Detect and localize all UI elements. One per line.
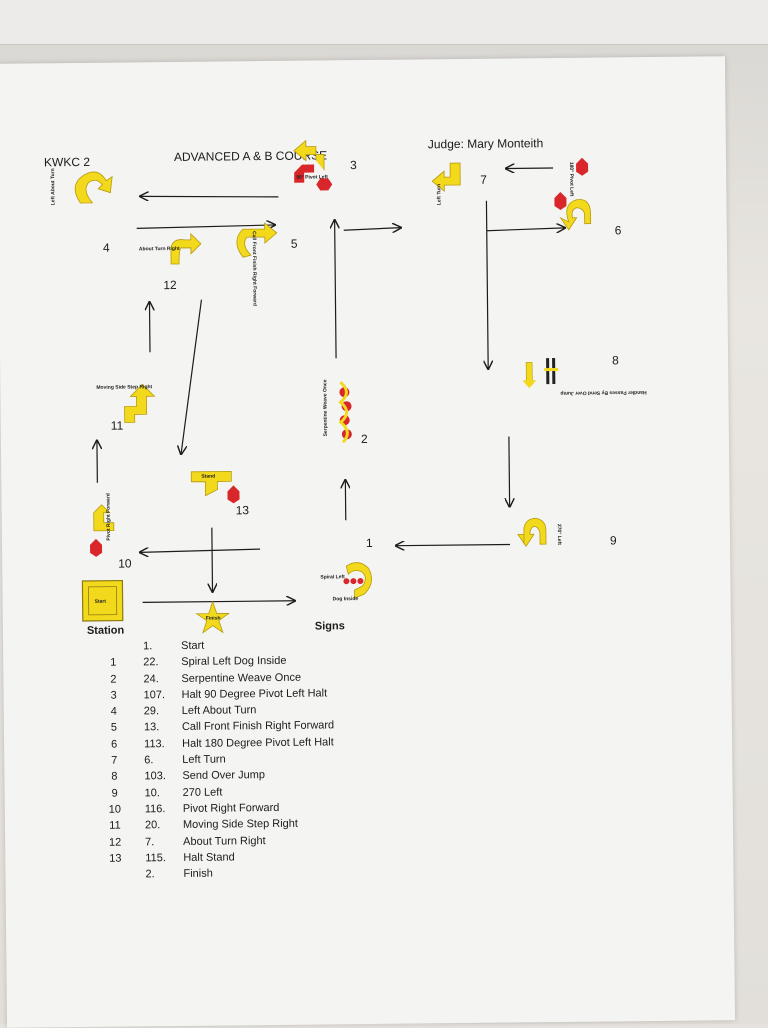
sign-4-graphic xyxy=(75,172,112,203)
list-sign-number: 1. xyxy=(143,640,152,652)
list-sign-number: 29. xyxy=(144,705,159,717)
course-map-sheet: KWKC 2 ADVANCED A & B COURSE Judge: Mary… xyxy=(0,56,735,1028)
list-sign-name: 270 Left xyxy=(183,786,223,798)
sign-10-text: Pivot Right Forward xyxy=(105,493,111,541)
list-sign-number: 24. xyxy=(143,673,158,685)
sign-12-text: About Turn Right xyxy=(139,246,180,252)
path-arrow xyxy=(212,528,213,592)
path-arrow xyxy=(396,544,510,545)
list-sign-number: 20. xyxy=(145,819,160,831)
list-sign-number: 116. xyxy=(145,803,166,815)
list-sign-name: Call Front Finish Right Forward xyxy=(182,720,334,734)
list-sign-number: 103. xyxy=(144,770,166,782)
list-sign-name: Pivot Right Forward xyxy=(183,802,280,815)
station-number-3: 3 xyxy=(350,158,357,172)
finish-sign-text: Finish xyxy=(206,616,221,622)
list-sign-name: Left About Turn xyxy=(182,704,257,717)
list-sign-name: Send Over Jump xyxy=(182,769,265,782)
path-arrow xyxy=(487,228,565,231)
list-sign-name: Spiral Left Dog Inside xyxy=(181,655,286,668)
list-sign-number: 7. xyxy=(145,836,154,848)
sign-2-text: Serpentine Weave Once xyxy=(322,380,329,437)
list-station-number: 4 xyxy=(104,706,124,718)
station-number-4: 4 xyxy=(103,241,110,255)
station-number-5: 5 xyxy=(291,237,298,251)
list-sign-number: 2. xyxy=(145,868,154,880)
station-number-11: 11 xyxy=(111,419,124,433)
list-sign-number: 107. xyxy=(144,689,166,701)
list-station-number: 2 xyxy=(103,673,123,685)
list-sign-name: About Turn Right xyxy=(183,835,266,848)
path-arrow xyxy=(143,601,295,603)
list-station-number: 8 xyxy=(104,771,124,783)
sign-9-graphic xyxy=(518,518,546,546)
list-sign-name: Serpentine Weave Once xyxy=(181,671,301,684)
station-number-2: 2 xyxy=(361,432,368,446)
sign-8-graphic xyxy=(522,358,558,388)
station-number-10: 10 xyxy=(118,556,132,570)
sign-3-graphic xyxy=(294,140,333,190)
path-arrow xyxy=(335,220,336,358)
station-number-8: 8 xyxy=(612,353,619,367)
path-arrow xyxy=(149,302,150,352)
list-sign-number: 113. xyxy=(144,738,165,750)
list-station-number: 11 xyxy=(105,820,125,832)
list-sign-name: Left Turn xyxy=(182,754,226,766)
paper-above xyxy=(0,0,768,45)
list-station-number: 1 xyxy=(103,657,123,669)
list-sign-name: Finish xyxy=(183,868,212,880)
path-arrow xyxy=(140,549,260,552)
list-station-number: 7 xyxy=(104,755,124,767)
list-sign-name: Halt Stand xyxy=(183,851,234,864)
sign-1-subtext: Dog Inside xyxy=(333,596,359,602)
sign-1-text: Spiral Left xyxy=(320,574,345,580)
list-station-number: 10 xyxy=(105,804,125,816)
signs-column-header: Signs xyxy=(315,620,345,632)
sign-5-text: Call Front Finish Right Forward xyxy=(251,231,258,306)
station-number-12: 12 xyxy=(163,278,177,292)
path-arrow xyxy=(344,228,401,231)
sign-6-text: 180° Pivot Left xyxy=(568,162,574,197)
list-sign-name: Halt 180 Degree Pivot Left Halt xyxy=(182,736,334,750)
sign-13-text: Stand xyxy=(201,474,215,480)
list-sign-number: 115. xyxy=(145,852,166,864)
sign-4-text: Left About Turn xyxy=(50,168,56,205)
start-sign-text: Start xyxy=(95,599,106,605)
path-arrow xyxy=(486,201,488,369)
list-station-number: 3 xyxy=(104,689,124,701)
station-number-6: 6 xyxy=(615,223,622,237)
list-station-number: 5 xyxy=(104,722,124,734)
station-number-9: 9 xyxy=(610,533,617,547)
list-sign-number: 10. xyxy=(145,787,160,799)
sign-8-text: Handler Passes By Send Over Jump xyxy=(560,389,646,396)
sign-9-text: 270° Left xyxy=(556,524,562,545)
list-sign-number: 13. xyxy=(144,722,159,734)
list-station-number: 12 xyxy=(105,836,125,848)
sign-2-graphic xyxy=(339,382,352,442)
list-sign-number: 22. xyxy=(143,656,158,668)
station-number-13: 13 xyxy=(236,503,250,517)
list-station-number: 13 xyxy=(105,852,125,864)
list-sign-name: Start xyxy=(181,640,204,652)
path-arrow xyxy=(179,300,203,454)
path-arrow xyxy=(137,225,275,228)
list-sign-name: Moving Side Step Right xyxy=(183,818,298,831)
path-arrow xyxy=(140,195,278,198)
sign-11-text: Moving Side Step Right xyxy=(96,384,152,391)
sign-7-text: Left Turn xyxy=(436,184,442,205)
list-sign-name: Halt 90 Degree Pivot Left Halt xyxy=(182,687,328,701)
path-arrow xyxy=(509,436,510,506)
list-sign-number: 6. xyxy=(144,754,153,766)
list-station-number: 6 xyxy=(104,738,124,750)
sign-1-graphic xyxy=(343,562,372,598)
station-number-7: 7 xyxy=(480,173,487,187)
list-station-number: 9 xyxy=(105,787,125,799)
sign-3-text: 90° Pivot Left xyxy=(296,174,328,180)
station-number-1: 1 xyxy=(366,536,373,550)
sign-13-graphic xyxy=(191,471,239,504)
station-column-header: Station xyxy=(87,625,124,637)
